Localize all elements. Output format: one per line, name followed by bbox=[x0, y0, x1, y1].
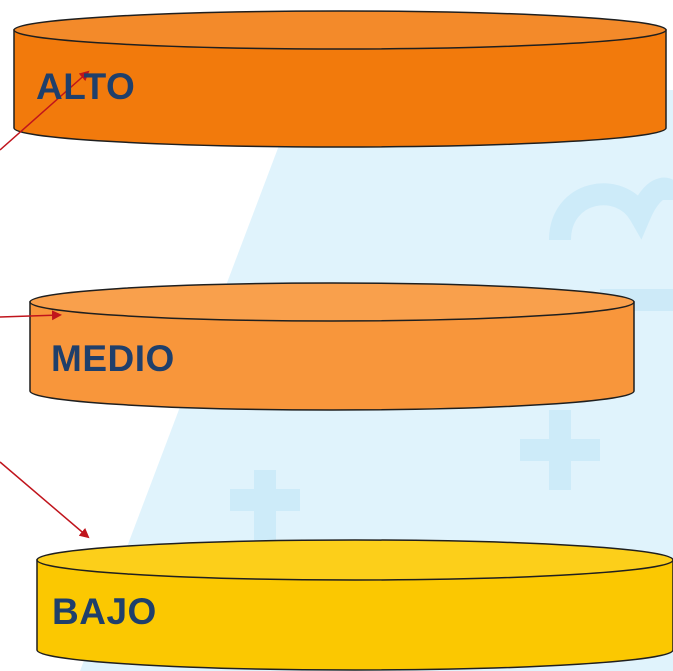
level-bajo-label: BAJO bbox=[52, 591, 157, 632]
level-alto-cylinder bbox=[13, 10, 667, 148]
level-alto-label: ALTO bbox=[36, 66, 136, 107]
level-bajo-cylinder bbox=[36, 539, 673, 671]
level-medio-label: MEDIO bbox=[51, 338, 175, 379]
arrow-to-bajo bbox=[0, 461, 90, 539]
arrow-to-alto bbox=[0, 70, 90, 151]
level-medio-cylinder bbox=[29, 282, 635, 411]
arrow-to-medio bbox=[0, 310, 62, 321]
